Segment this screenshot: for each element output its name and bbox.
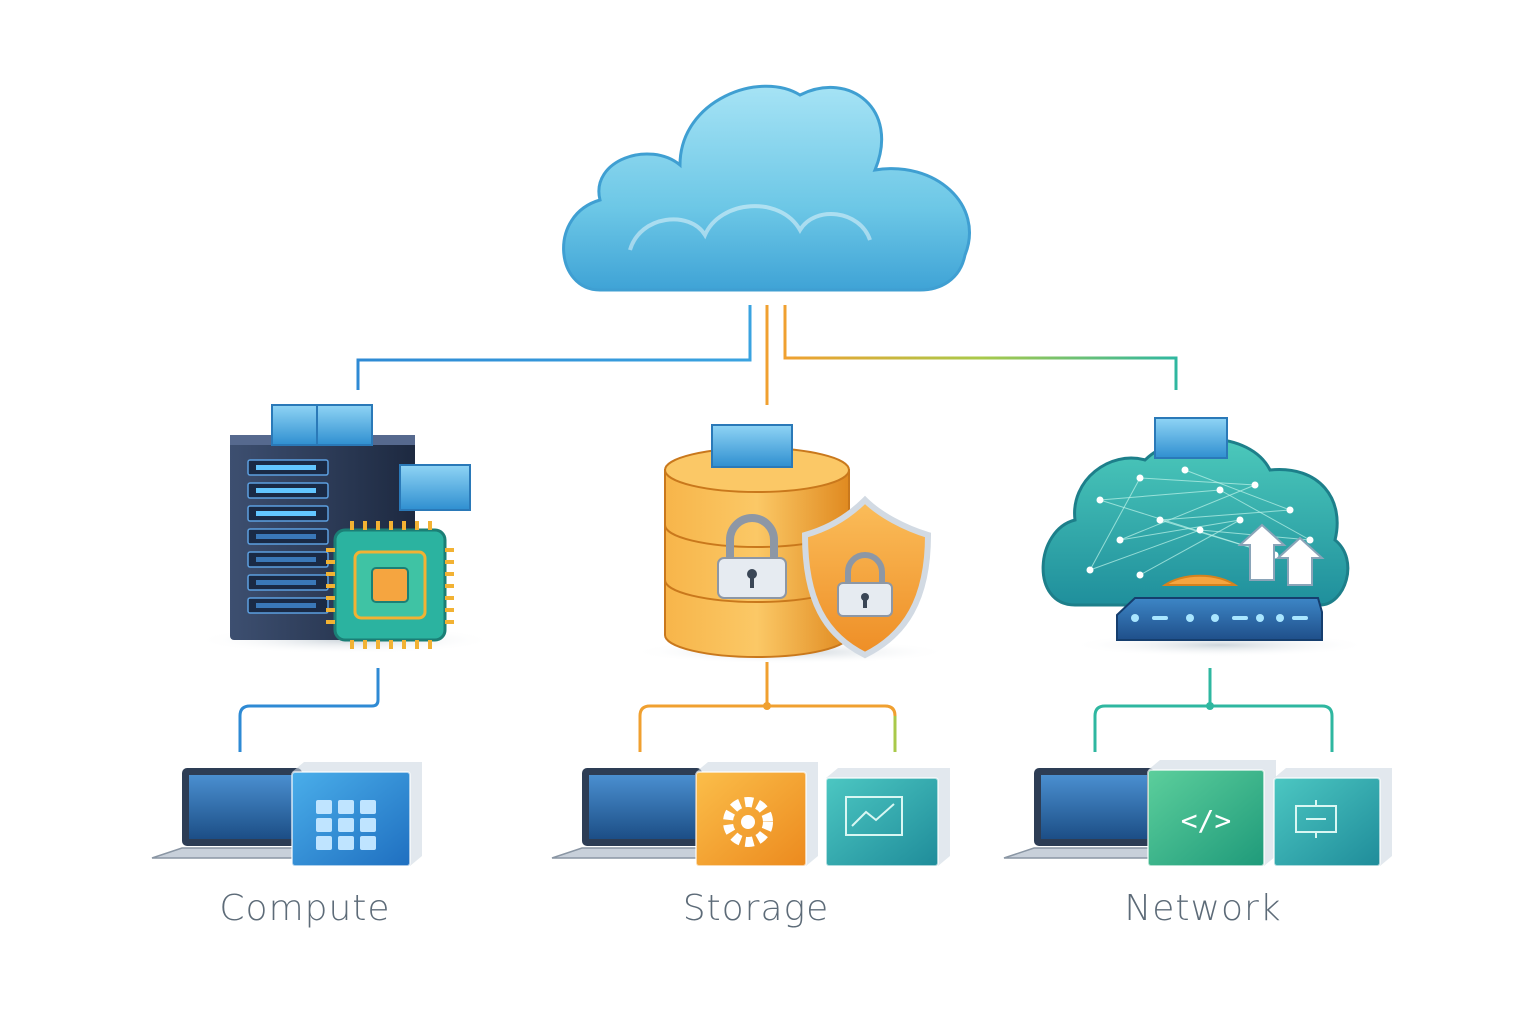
cloud-network-with-router-icon (1041, 417, 1370, 657)
database-with-lock-and-shield-icon (630, 424, 950, 664)
network-label: Network (1124, 888, 1282, 929)
tiles-layer: </> (151, 760, 1392, 867)
code-tile-icon: </> (1147, 760, 1276, 867)
storage-label: Storage (682, 888, 830, 929)
compute-label: Compute (219, 888, 391, 929)
svg-text:</>: </> (1181, 804, 1232, 837)
gear-tile-icon (695, 762, 818, 867)
circuit-tile-icon (1273, 768, 1392, 867)
sub-connector-lines (238, 662, 1334, 752)
connector-lines (356, 305, 1178, 405)
server-rack-with-chip-icon (195, 404, 495, 654)
chart-tile-icon (825, 768, 950, 867)
laptop-icon (1003, 768, 1175, 859)
laptop-icon (151, 768, 323, 859)
cloud-icon (562, 84, 971, 292)
app-grid-tile-icon (291, 762, 422, 867)
laptop-icon (551, 768, 723, 859)
